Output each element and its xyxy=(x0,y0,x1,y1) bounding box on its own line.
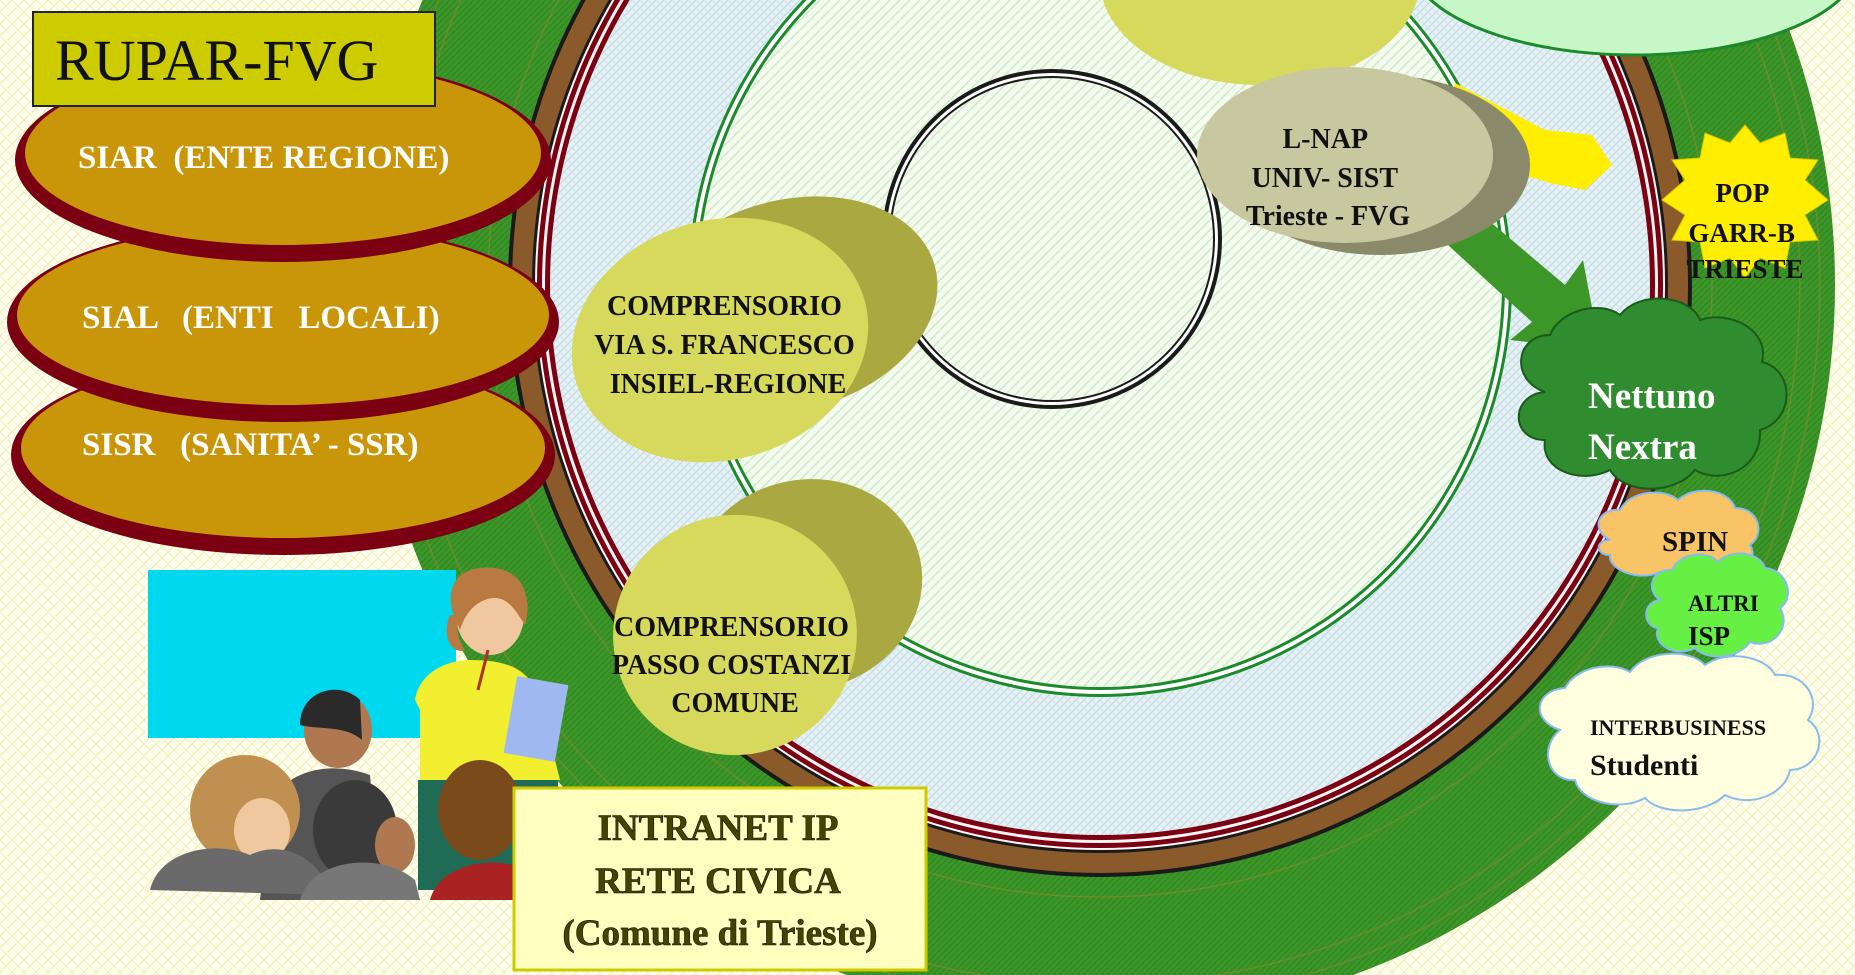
interbusiness-line-2: Studenti xyxy=(1590,749,1698,782)
altri-isp-cloud xyxy=(1645,552,1789,658)
intranet-label: INTRANET IP RETE CIVICA (Comune di Tries… xyxy=(562,808,877,954)
nettuno-label: Nettuno Nextra xyxy=(1588,376,1725,468)
lnap-label: L-NAP UNIV- SIST Trieste - FVG xyxy=(1246,124,1411,232)
diagram-title: RUPAR-FVG xyxy=(55,28,378,93)
sisr-label: SISR (SANITA’ - SSR) xyxy=(82,427,418,463)
arrow-to-nettuno xyxy=(1448,220,1600,350)
nettuno-line-1: Nettuno xyxy=(1588,376,1715,417)
spin-label: SPIN xyxy=(1662,526,1728,558)
intranet-box xyxy=(512,786,928,972)
nettuno-line-2: Nextra xyxy=(1588,427,1697,468)
altri-line-2: ISP xyxy=(1688,621,1730,651)
lnap-line-1: L-NAP xyxy=(1283,124,1368,155)
comprensorio-pc-line-1: COMPRENSORIO xyxy=(614,612,849,643)
top-olive-blob xyxy=(1102,0,1418,85)
comprensorio-sf-label: COMPRENSORIO VIA S. FRANCESCO INSIEL-REG… xyxy=(594,291,862,400)
spin-cloud xyxy=(1597,489,1760,583)
pop-label: POP GARR-B TRIESTE xyxy=(1686,178,1803,284)
pop-line-1: POP xyxy=(1715,178,1768,208)
intranet-line-2: RETE CIVICA xyxy=(595,861,841,902)
lnap-node xyxy=(1197,67,1530,255)
top-green-cloud xyxy=(1428,0,1842,57)
comprensorio-pc-node xyxy=(613,479,923,756)
comprensorio-sf-line-1: COMPRENSORIO xyxy=(607,291,842,322)
lnap-line-3: Trieste - FVG xyxy=(1246,201,1411,232)
interbusiness-line-1: INTERBUSINESS xyxy=(1590,715,1766,740)
comprensorio-pc-line-2: PASSO COSTANZI xyxy=(612,650,851,681)
pop-star-burst xyxy=(1661,124,1829,279)
intranet-line-1: INTRANET IP xyxy=(598,808,839,849)
system-stack xyxy=(7,58,559,555)
comprensorio-sf-line-2: VIA S. FRANCESCO xyxy=(594,330,855,361)
altri-isp-label: ALTRI ISP xyxy=(1688,591,1765,651)
sial-label: SIAL (ENTI LOCALI) xyxy=(82,300,440,336)
nettuno-cloud xyxy=(1517,297,1788,490)
presenter-hair xyxy=(450,567,528,630)
comprensorio-sf-node xyxy=(571,196,938,463)
presenter-papers xyxy=(503,676,569,762)
comprensorio-pc-label: COMPRENSORIO PASSO COSTANZI COMUNE xyxy=(612,612,858,719)
siar-label: SIAR (ENTE REGIONE) xyxy=(78,140,449,176)
lnap-line-2: UNIV- SIST xyxy=(1251,163,1398,194)
pop-line-3: TRIESTE xyxy=(1686,254,1803,284)
title-box xyxy=(32,11,436,107)
interbusiness-label: INTERBUSINESS Studenti xyxy=(1590,715,1770,782)
meeting-clipart xyxy=(148,567,569,900)
intranet-line-3: (Comune di Trieste) xyxy=(562,913,877,954)
comprensorio-pc-line-3: COMUNE xyxy=(671,688,799,719)
presentation-screen xyxy=(148,570,456,738)
altri-line-1: ALTRI xyxy=(1688,591,1759,616)
interbusiness-cloud xyxy=(1539,652,1821,812)
comprensorio-sf-line-3: INSIEL-REGIONE xyxy=(610,369,847,400)
pop-line-2: GARR-B xyxy=(1688,218,1795,248)
